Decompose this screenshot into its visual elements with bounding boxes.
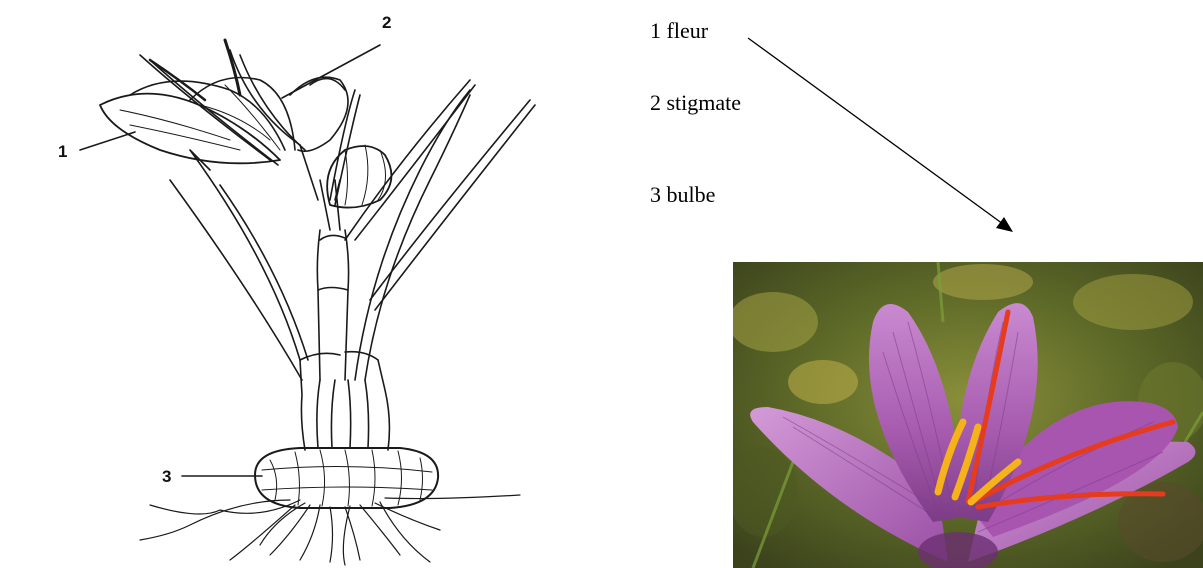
legend-item-bulbe: 3 bulbe (650, 184, 715, 206)
saffron-flower-photo (733, 262, 1203, 568)
stems (300, 145, 349, 380)
legend-term: stigmate (667, 90, 742, 115)
legend-number: 2 (650, 90, 661, 115)
legend-term: fleur (667, 18, 709, 43)
legend-term: bulbe (667, 182, 716, 207)
callout-number-2: 2 (382, 13, 391, 32)
legend-item-fleur: 1 fleur (650, 20, 708, 42)
callout-line-2 (282, 45, 380, 98)
leaves (140, 50, 535, 380)
legend-number: 1 (650, 18, 661, 43)
flower-open (100, 40, 348, 163)
crocus-line-drawing: 1 2 3 (0, 0, 640, 568)
legend-number: 3 (650, 182, 661, 207)
callout-number-1: 1 (58, 142, 67, 161)
roots (140, 495, 520, 565)
legend-item-stigmate: 2 stigmate (650, 92, 741, 114)
callout-line-1 (80, 132, 135, 150)
callout-number-3: 3 (162, 467, 171, 486)
callout-lines (80, 45, 380, 476)
